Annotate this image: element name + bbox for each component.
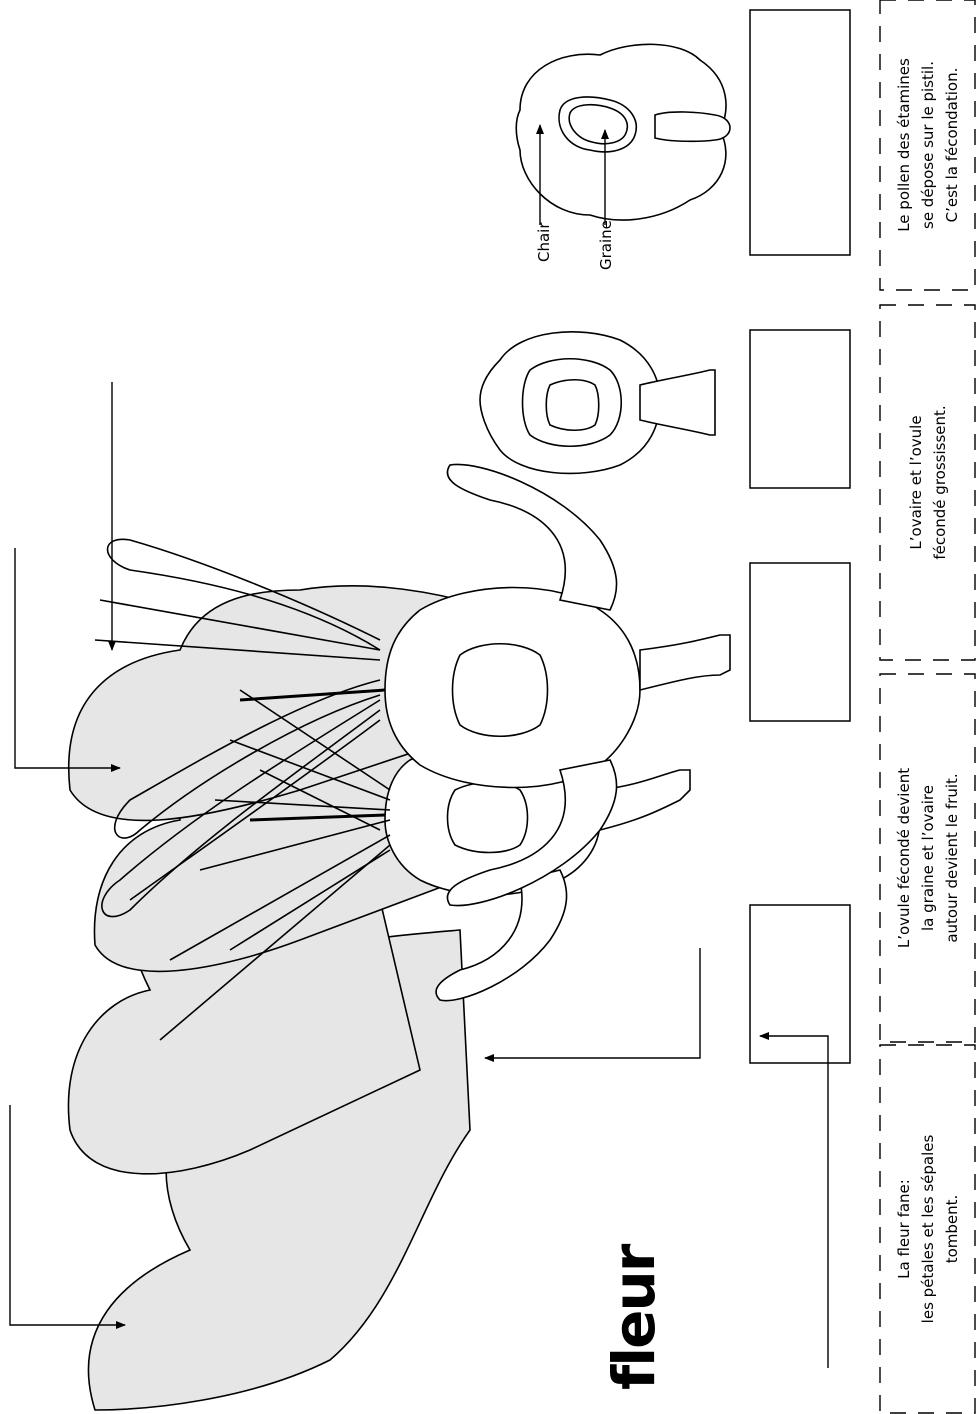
- ovule: [448, 783, 528, 853]
- card-2-line-2: la graine et l’ovaire: [916, 785, 940, 931]
- fruit-stage-4: [516, 44, 730, 220]
- card-2-line-3: autour devient le fruit.: [940, 773, 964, 942]
- answer-box-3[interactable]: [750, 330, 850, 488]
- card-1: La fleur fane: les pétales et les sépale…: [880, 1045, 975, 1413]
- stem: [655, 112, 730, 141]
- answer-box-1[interactable]: [750, 905, 850, 1063]
- card-4-line-2: se dépose sur le pistil.: [916, 61, 940, 229]
- card-2-line-1: L’ovule fécondé devient: [892, 768, 916, 948]
- card-3-line-1: L’ovaire et l’ovule: [904, 415, 928, 549]
- ovule: [453, 644, 548, 737]
- card-1-line-1: La fleur fane:: [892, 1179, 916, 1279]
- ovule: [546, 380, 599, 431]
- card-3: L’ovaire et l’ovule fécondé grossissent.: [880, 305, 975, 660]
- card-2: L’ovule fécondé devient la graine et l’o…: [880, 674, 975, 1042]
- card-4-line-1: Le pollen des étamines: [892, 58, 916, 232]
- card-1-line-3: tombent.: [940, 1195, 964, 1264]
- label-graine: Graine: [597, 220, 615, 270]
- receptacle: [640, 635, 730, 690]
- card-3-line-2: fécondé grossissent.: [928, 405, 952, 559]
- card-4-line-3: C’est la fécondation.: [940, 68, 964, 223]
- page-title: fleur: [600, 1246, 668, 1390]
- fruit-stage-3: [480, 332, 715, 474]
- answer-boxes: [750, 10, 850, 1063]
- arrow-ovary: [760, 1036, 828, 1368]
- answer-box-2[interactable]: [750, 563, 850, 721]
- answer-box-4[interactable]: [750, 10, 850, 255]
- card-1-line-2: les pétales et les sépales: [916, 1135, 940, 1324]
- card-4: Le pollen des étamines se dépose sur le …: [880, 0, 975, 290]
- label-chair: Chair: [535, 222, 553, 262]
